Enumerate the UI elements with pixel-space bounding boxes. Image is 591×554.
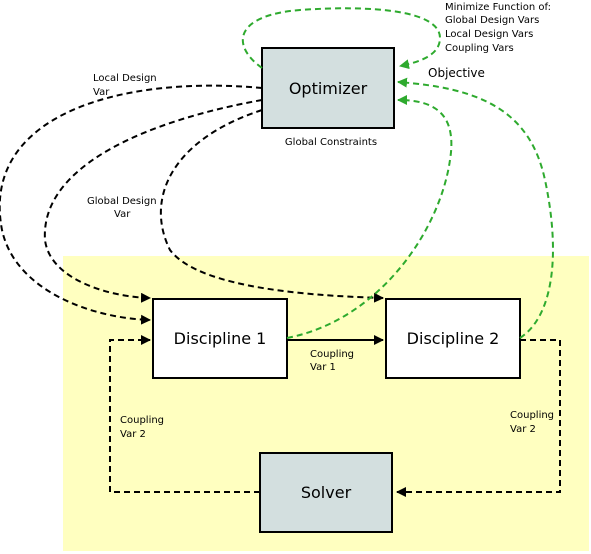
coupling-var2-right-line1: Coupling (510, 410, 554, 421)
global-constraints-label: Global Constraints (285, 137, 377, 148)
local-design-line1: Local Design (93, 73, 157, 84)
discipline2-label: Discipline 2 (407, 329, 500, 348)
optimizer-label: Optimizer (289, 79, 368, 98)
local-design-line2: Var (93, 87, 110, 98)
minimize-line4: Coupling Vars (445, 43, 514, 54)
optimizer-box[interactable]: Optimizer (261, 47, 395, 129)
discipline2-box[interactable]: Discipline 2 (385, 298, 521, 379)
d2-to-optimizer-green-arrow (397, 77, 554, 339)
coupling-var2-left-line1: Coupling (120, 415, 164, 426)
local-design-var-arrow-d1 (0, 84, 263, 325)
minimize-line1: Minimize Function of: (445, 2, 551, 13)
coupling-var2-left-line2: Var 2 (120, 429, 146, 440)
coupling-var1-line1: Coupling (310, 349, 354, 360)
solver-label: Solver (301, 483, 352, 502)
discipline1-box[interactable]: Discipline 1 (152, 298, 288, 379)
coupling-var2-right-line2: Var 2 (510, 424, 536, 435)
discipline1-label: Discipline 1 (174, 329, 267, 348)
coupling-var1-line2: Var 1 (310, 362, 336, 373)
objective-self-loop-arrow (241, 7, 442, 70)
solver-box[interactable]: Solver (259, 452, 393, 533)
minimize-line3: Local Design Vars (445, 29, 533, 40)
global-design-line2: Var (114, 209, 131, 220)
coupling-var2-to-solver-arrow (396, 339, 561, 497)
coupling-var2-from-solver-arrow (109, 335, 260, 493)
global-design-var-arrow-d2 (159, 109, 384, 303)
global-design-line1: Global Design (87, 196, 157, 207)
global-design-var-arrow-d1 (43, 99, 263, 303)
objective-label: Objective (428, 66, 485, 80)
minimize-line2: Global Design Vars (445, 15, 539, 26)
